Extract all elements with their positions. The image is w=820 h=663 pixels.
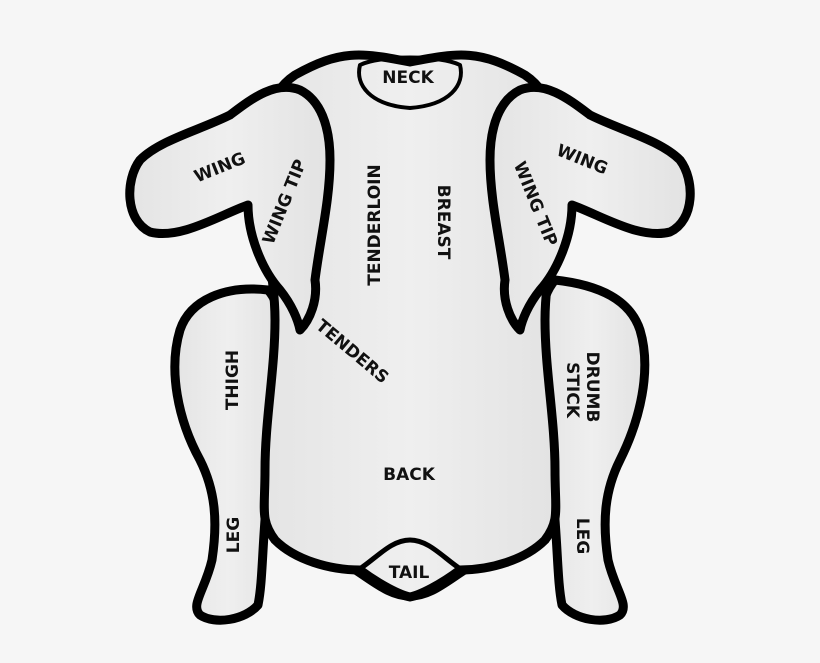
label-neck: NECK	[382, 68, 434, 88]
label-leg-left: LEG	[224, 517, 244, 553]
tail-region	[352, 537, 468, 601]
neck-region	[357, 55, 463, 110]
label-back: BACK	[383, 465, 436, 485]
label-leg-right: LEG	[572, 518, 592, 554]
left-wing-region	[125, 82, 335, 335]
label-breast: BREAST	[433, 185, 453, 260]
label-drumstick-line2: STICK	[562, 362, 582, 419]
label-tenderloin: TENDERLOIN	[365, 164, 385, 285]
body-region	[254, 50, 566, 602]
label-thigh: THIGH	[223, 350, 243, 410]
right-wing-region	[485, 82, 695, 335]
label-drumstick-line1: DRUMB	[582, 352, 602, 423]
label-tail: TAIL	[389, 563, 430, 583]
